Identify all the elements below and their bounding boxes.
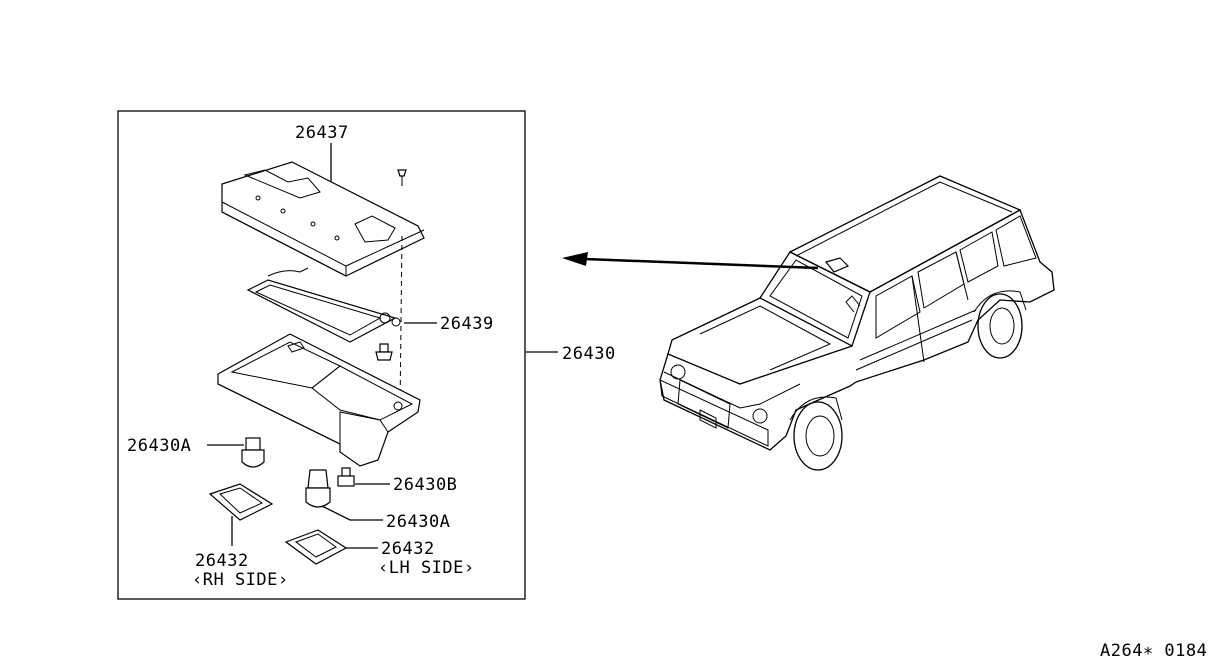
- location-arrow: [562, 252, 819, 270]
- screw-middle: [375, 343, 393, 361]
- label-bulb-left: 26430A: [127, 436, 191, 456]
- label-harness: 26439: [440, 314, 494, 334]
- wiring-plate: [246, 267, 401, 343]
- lens-lh: [284, 529, 348, 565]
- label-screw: 26430B: [393, 475, 457, 495]
- diagram-code: A264∗ 0184: [1100, 641, 1207, 661]
- label-assembly: 26430: [562, 344, 616, 364]
- lens-rh: [208, 483, 274, 521]
- screw-bottom: [337, 467, 355, 487]
- assembly-guide-line: [399, 235, 403, 411]
- lamp-cover: [221, 161, 425, 277]
- label-lens-lh-side: ‹LH SIDE›: [378, 558, 475, 578]
- detail-frame: [117, 110, 526, 600]
- label-bulb-right: 26430A: [386, 512, 450, 532]
- label-lens-rh-side: ‹RH SIDE›: [192, 570, 289, 590]
- label-lens-rh-num: 26432: [195, 551, 249, 571]
- screw-top: [397, 169, 407, 186]
- label-cover: 26437: [295, 123, 349, 143]
- bulb-left: [241, 437, 265, 468]
- label-lens-lh-num: 26432: [381, 539, 435, 559]
- leader-bulb-right: [321, 505, 383, 521]
- vehicle-illustration: [659, 175, 1055, 471]
- bulb-right: [305, 469, 331, 508]
- lamp-housing: [217, 333, 421, 467]
